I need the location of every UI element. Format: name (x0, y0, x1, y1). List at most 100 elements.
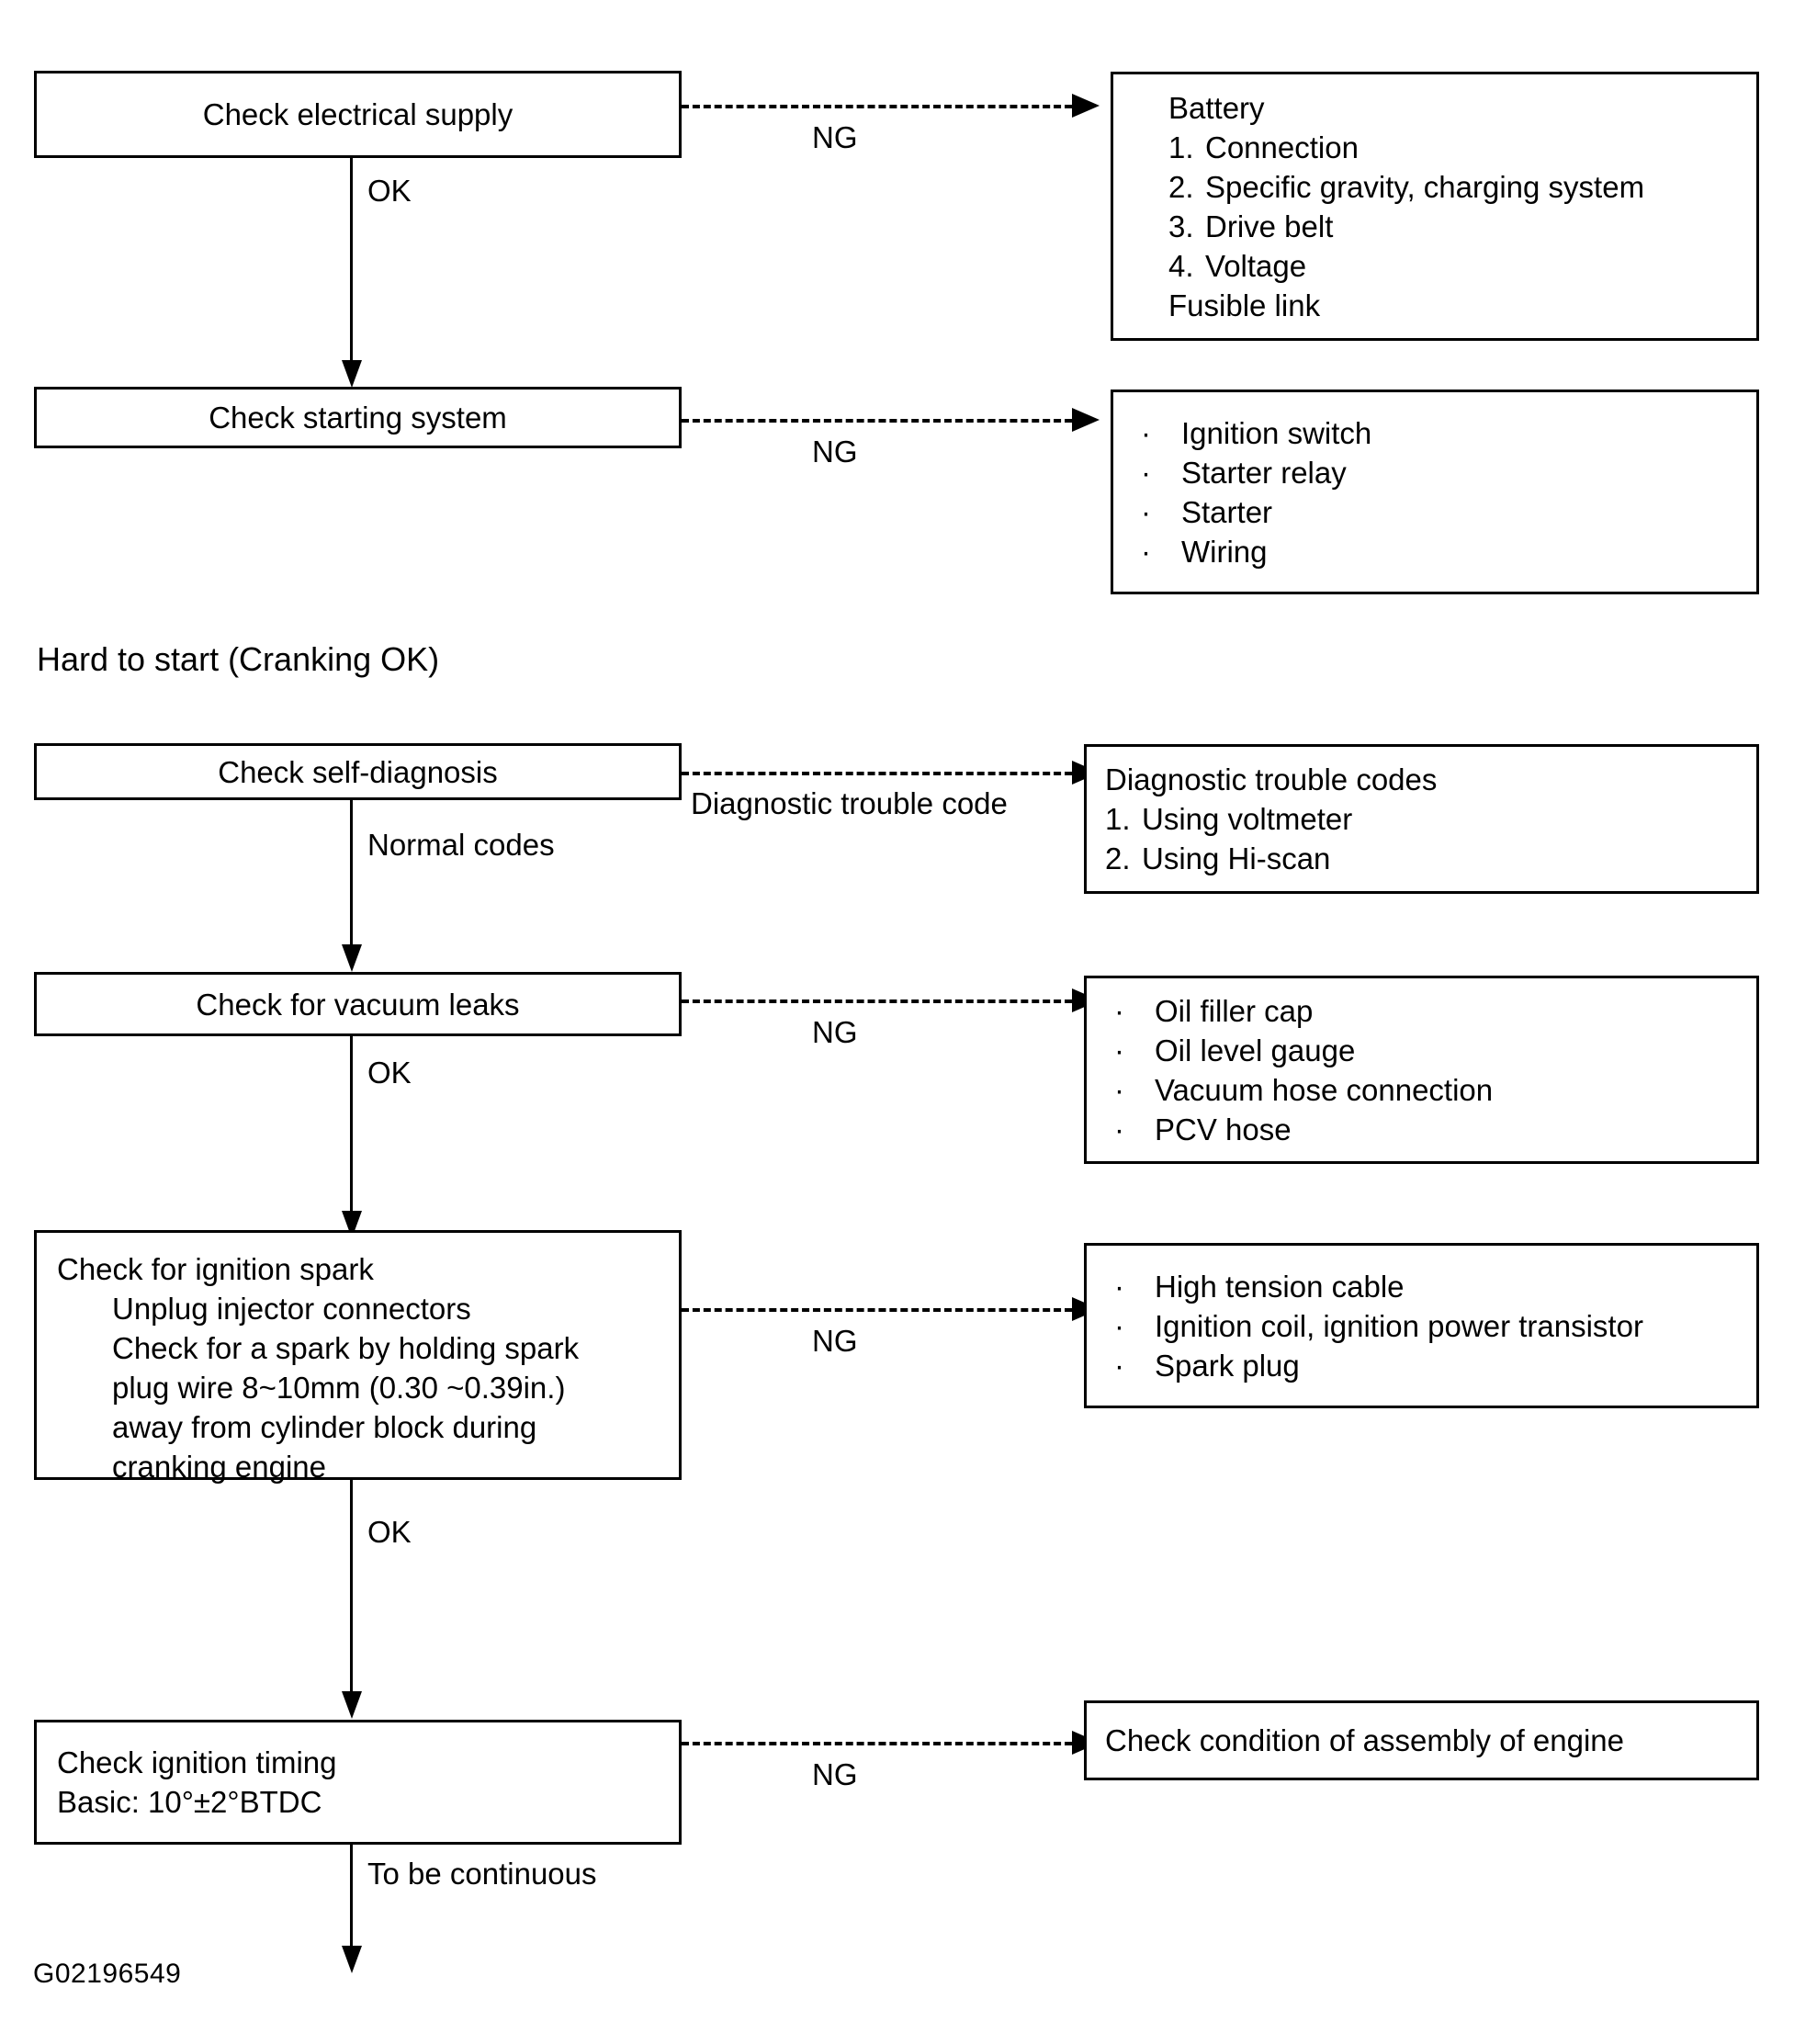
result-item: · Ignition coil, ignition power transist… (1114, 1306, 1756, 1346)
item-marker: 2. (1105, 841, 1131, 875)
process-box-label: Check for vacuum leaks (196, 987, 520, 1022)
process-box-check-electrical-supply[interactable]: Check electrical supply (34, 71, 682, 158)
flow-connector-electrical-to-starting (350, 158, 353, 369)
process-box-content: Check for ignition spark Unplug injector… (57, 1249, 679, 1486)
process-box-label: Check electrical supply (202, 97, 513, 131)
result-item: · Ignition switch (1141, 413, 1756, 453)
item-text: Starter relay (1181, 455, 1347, 490)
flow-connector-selfdiag-to-vacuum (350, 800, 353, 954)
process-detail-line: plug wire 8~10mm (0.30 ~0.39in.) (112, 1371, 566, 1405)
result-item: · PCV hose (1114, 1110, 1756, 1149)
item-marker: 4. (1168, 248, 1194, 283)
item-text: Oil level gauge (1155, 1033, 1356, 1067)
item-marker: 1. (1168, 130, 1194, 164)
result-item: 4. Voltage (1168, 246, 1756, 286)
branch-connector-electrical-supply (682, 105, 1072, 108)
result-item: · Starter relay (1141, 453, 1756, 492)
result-box-diagnostic-trouble-codes[interactable]: Diagnostic trouble codes 1. Using voltme… (1084, 744, 1759, 894)
item-marker: 2. (1168, 169, 1194, 204)
result-item: · Wiring (1141, 532, 1756, 571)
result-box-ignition-spark[interactable]: · High tension cable · Ignition coil, ig… (1084, 1243, 1759, 1408)
item-text: Wiring (1181, 534, 1268, 569)
process-detail-line: Check for a spark by holding spark (112, 1331, 580, 1365)
item-text: Ignition switch (1181, 415, 1372, 450)
process-detail-line: cranking engine (112, 1450, 326, 1484)
result-box-label: Check condition of assembly of engine (1105, 1723, 1624, 1757)
result-item: · Oil level gauge (1114, 1031, 1756, 1070)
process-title: Check ignition timing (57, 1745, 337, 1779)
branch-label-ng-ignition-spark: NG (812, 1324, 858, 1358)
item-text: PCV hose (1155, 1112, 1292, 1146)
branch-label-ng-vacuum-leaks: NG (812, 1015, 858, 1049)
process-box-check-vacuum-leaks[interactable]: Check for vacuum leaks (34, 972, 682, 1036)
bullet-icon: · (1114, 1348, 1124, 1383)
bullet-icon: · (1114, 1308, 1124, 1343)
result-title: Battery (1168, 90, 1265, 125)
result-item: · Oil filler cap (1114, 991, 1756, 1031)
flow-label-normal-codes: Normal codes (367, 828, 555, 862)
flow-arrowhead-starting-system (342, 360, 362, 388)
process-title: Check for ignition spark (57, 1252, 374, 1286)
process-box-label: Check starting system (209, 401, 507, 435)
result-item: 2. Using Hi-scan (1105, 839, 1756, 878)
branch-connector-vacuum-leaks (682, 999, 1072, 1003)
item-text: Vacuum hose connection (1155, 1072, 1494, 1107)
figure-code-label: G02196549 (33, 1959, 182, 1989)
process-box-check-starting-system[interactable]: Check starting system (34, 387, 682, 448)
item-text: Spark plug (1155, 1348, 1300, 1383)
bullet-icon: · (1114, 1072, 1124, 1107)
bullet-icon: · (1114, 993, 1124, 1028)
result-item: 1. Connection (1168, 128, 1756, 167)
item-marker: 1. (1105, 802, 1131, 836)
result-item: · Vacuum hose connection (1114, 1070, 1756, 1110)
branch-arrowhead-electrical-supply (1072, 94, 1100, 118)
flow-label-ok-vacuum-leaks: OK (367, 1056, 412, 1090)
branch-label-ng-ignition-timing: NG (812, 1757, 858, 1791)
flow-label-to-be-continuous: To be continuous (367, 1857, 597, 1891)
result-box-content: Battery 1. Connection 2. Specific gravit… (1168, 88, 1756, 325)
bullet-icon: · (1114, 1112, 1124, 1146)
branch-label-ng-starting-system: NG (812, 435, 858, 469)
branch-label-ng-electrical-supply: NG (812, 120, 858, 154)
item-text: Voltage (1205, 248, 1307, 283)
flow-connector-vacuum-to-spark (350, 1036, 353, 1220)
result-box-battery[interactable]: Battery 1. Connection 2. Specific gravit… (1111, 72, 1759, 341)
result-item: 3. Drive belt (1168, 207, 1756, 246)
flow-label-ok-electrical-supply: OK (367, 174, 412, 208)
branch-connector-ignition-spark (682, 1308, 1072, 1312)
process-box-label: Check self-diagnosis (218, 754, 498, 789)
process-spec: Basic: 10°±2°BTDC (57, 1785, 322, 1819)
branch-connector-ignition-timing (682, 1742, 1072, 1745)
bullet-icon: · (1141, 455, 1151, 490)
bullet-icon: · (1141, 534, 1151, 569)
result-footer: Fusible link (1168, 288, 1321, 322)
item-text: High tension cable (1155, 1269, 1405, 1304)
item-text: Oil filler cap (1155, 993, 1314, 1028)
process-box-check-ignition-timing[interactable]: Check ignition timing Basic: 10°±2°BTDC (34, 1720, 682, 1845)
item-text: Connection (1205, 130, 1359, 164)
flow-arrowhead-ignition-timing (342, 1691, 362, 1719)
branch-arrowhead-starting-system (1072, 408, 1100, 432)
branch-connector-self-diagnosis (682, 772, 1072, 775)
section-heading-hard-to-start: Hard to start (Cranking OK) (37, 640, 440, 678)
bullet-icon: · (1114, 1033, 1124, 1067)
result-item: · Starter (1141, 492, 1756, 532)
process-box-content: Check ignition timing Basic: 10°±2°BTDC (57, 1743, 679, 1822)
item-marker: 3. (1168, 209, 1194, 243)
flow-connector-spark-to-timing (350, 1480, 353, 1700)
process-box-check-ignition-spark[interactable]: Check for ignition spark Unplug injector… (34, 1230, 682, 1484)
branch-connector-starting-system (682, 419, 1072, 423)
process-box-check-self-diagnosis[interactable]: Check self-diagnosis (34, 743, 682, 800)
result-box-vacuum-leaks[interactable]: · Oil filler cap · Oil level gauge · Vac… (1084, 976, 1759, 1164)
result-item: · Spark plug (1114, 1346, 1756, 1385)
result-box-starting-system[interactable]: · Ignition switch · Starter relay · Star… (1111, 390, 1759, 594)
result-box-content: Diagnostic trouble codes 1. Using voltme… (1105, 760, 1756, 878)
result-title: Diagnostic trouble codes (1105, 762, 1438, 796)
result-item: 1. Using voltmeter (1105, 799, 1756, 839)
flow-label-ok-ignition-spark: OK (367, 1515, 412, 1549)
branch-label-diagnostic-trouble-code: Diagnostic trouble code (691, 786, 1008, 820)
flow-arrowhead-to-be-continuous (342, 1946, 362, 1973)
bullet-icon: · (1141, 494, 1151, 529)
result-box-engine-assembly[interactable]: Check condition of assembly of engine (1084, 1700, 1759, 1780)
result-box-content: · High tension cable · Ignition coil, ig… (1114, 1267, 1756, 1385)
